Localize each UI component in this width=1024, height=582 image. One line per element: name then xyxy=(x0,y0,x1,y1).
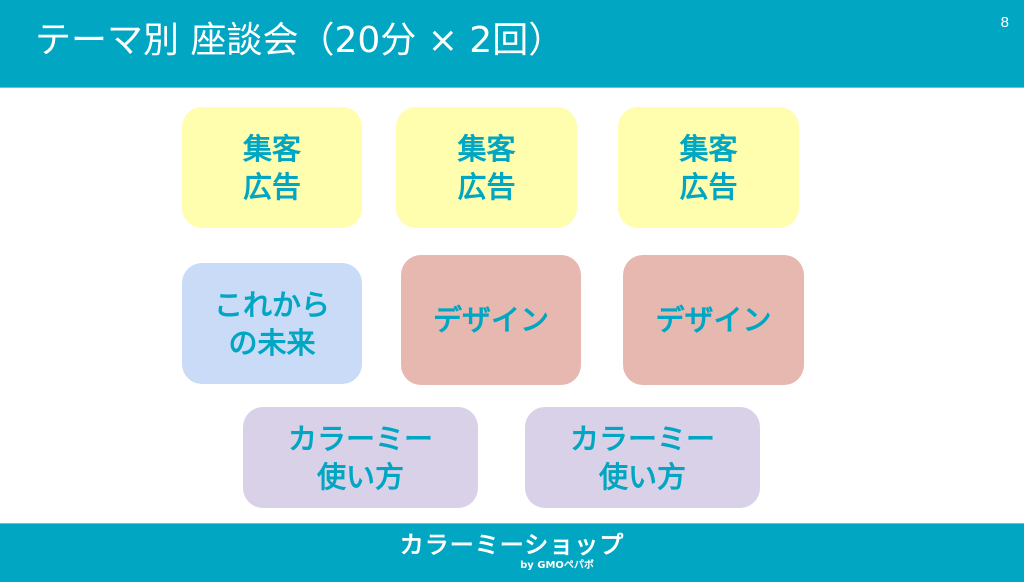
theme-box-colorme-usage-1: カラーミー使い方 xyxy=(243,407,478,508)
slide-header: テーマ別 座談会（20分 × 2回） 8 xyxy=(0,0,1024,88)
theme-label: デザイン xyxy=(432,303,549,337)
theme-box-marketing-2: 集客広告 xyxy=(396,107,577,228)
theme-label: 集客広告 xyxy=(457,131,516,204)
theme-label: デザイン xyxy=(655,303,772,337)
brand-logo: カラーミーショップ by GMOペパボ xyxy=(0,530,1024,572)
theme-box-marketing-3: 集客広告 xyxy=(618,107,799,228)
theme-box-future: これからの未来 xyxy=(182,263,362,384)
theme-box-marketing-1: 集客広告 xyxy=(182,107,362,228)
theme-label: カラーミー使い方 xyxy=(569,421,715,494)
logo-subtext: by GMOペパボ xyxy=(520,560,594,571)
theme-label: これからの未来 xyxy=(213,287,330,360)
theme-label: 集客広告 xyxy=(242,131,301,204)
theme-label: カラーミー使い方 xyxy=(287,421,433,494)
theme-box-design-2: デザイン xyxy=(623,255,804,385)
theme-box-colorme-usage-2: カラーミー使い方 xyxy=(525,407,760,508)
logo-text: カラーミーショップ xyxy=(399,531,625,559)
theme-box-design-1: デザイン xyxy=(401,255,581,385)
slide-footer: カラーミーショップ by GMOペパボ xyxy=(0,523,1024,582)
page-number: 8 xyxy=(1000,14,1009,31)
theme-label: 集客広告 xyxy=(679,131,738,204)
slide-title: テーマ別 座談会（20分 × 2回） xyxy=(35,20,565,61)
